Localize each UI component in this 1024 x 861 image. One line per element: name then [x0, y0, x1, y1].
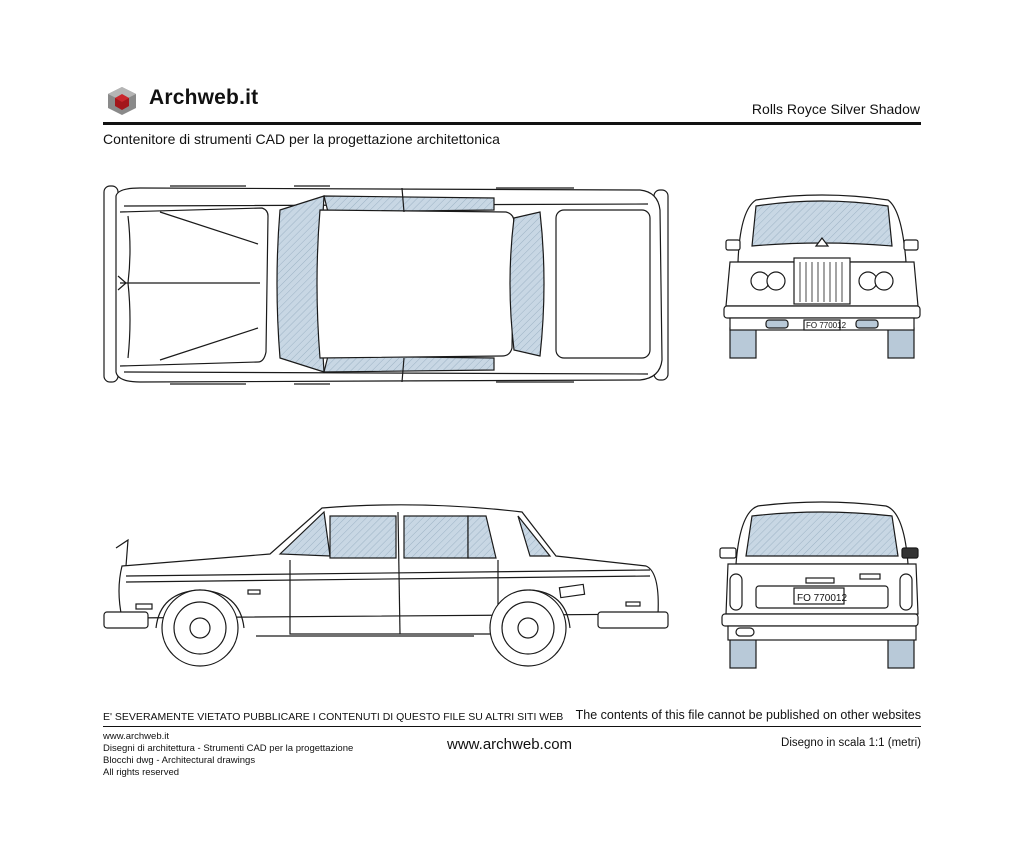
side-view	[103, 504, 669, 667]
footer-line[interactable]: www.archweb.it	[103, 731, 169, 742]
rear-view	[719, 501, 919, 669]
rear-plate: FO 770012	[797, 593, 847, 604]
footer-line: Disegni di architettura - Strumenti CAD …	[103, 743, 354, 754]
warning-italian: E' SEVERAMENTE VIETATO PUBBLICARE I CONT…	[103, 711, 564, 723]
brand-name[interactable]: Archweb.it	[149, 86, 259, 109]
footer-line: All rights reserved	[103, 767, 180, 778]
subtitle: Contenitore di strumenti CAD per la prog…	[103, 131, 500, 147]
archweb-logo-icon	[108, 87, 136, 115]
scale-note: Disegno in scala 1:1 (metri)	[781, 737, 921, 749]
footer-info: www.archweb.it Disegni di architettura -…	[103, 731, 353, 779]
footer-site-link[interactable]: www.archweb.com	[447, 736, 573, 753]
header-rule	[103, 122, 921, 125]
front-view	[723, 194, 921, 359]
footer-rule	[103, 726, 921, 727]
footer-line: Blocchi dwg - Architectural drawings	[103, 755, 256, 766]
top-view	[103, 185, 669, 385]
warning-english: The contents of this file cannot be publ…	[575, 708, 921, 722]
drawing-title: Rolls Royce Silver Shadow	[751, 101, 920, 117]
front-plate: FO 770012	[806, 321, 847, 330]
